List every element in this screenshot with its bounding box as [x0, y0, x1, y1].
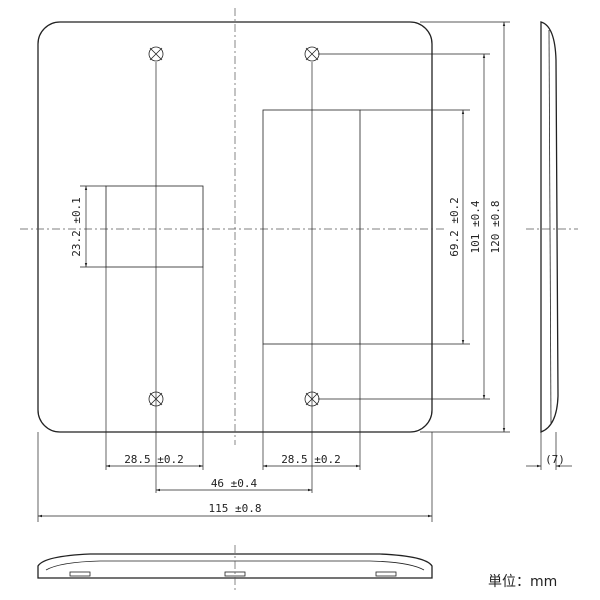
side-view: (7) [526, 21, 578, 470]
dim-right-opening-width: 28.5 ±0.2 [281, 453, 341, 466]
screw-hole-top-right [304, 46, 320, 62]
dim-left-opening-height: 23.2 ±0.1 [70, 197, 83, 257]
plate-outline [37, 21, 433, 433]
dim-overall-width: 115 ±0.8 [209, 502, 262, 515]
bottom-view [37, 545, 433, 592]
right-opening [262, 109, 361, 345]
dim-screw-vertical: 101 ±0.4 [469, 200, 482, 253]
dim-right-opening-height: 69.2 ±0.2 [448, 197, 461, 257]
screw-hole-top-left [148, 46, 164, 62]
left-opening [105, 185, 204, 268]
unit-label: 単位：mm [488, 574, 557, 590]
dim-screw-spacing: 46 ±0.4 [211, 477, 258, 490]
dim-overall-height: 120 ±0.8 [489, 201, 502, 254]
dim-left-opening-width: 28.5 ±0.2 [124, 453, 184, 466]
dim-thickness: (7) [545, 453, 565, 466]
